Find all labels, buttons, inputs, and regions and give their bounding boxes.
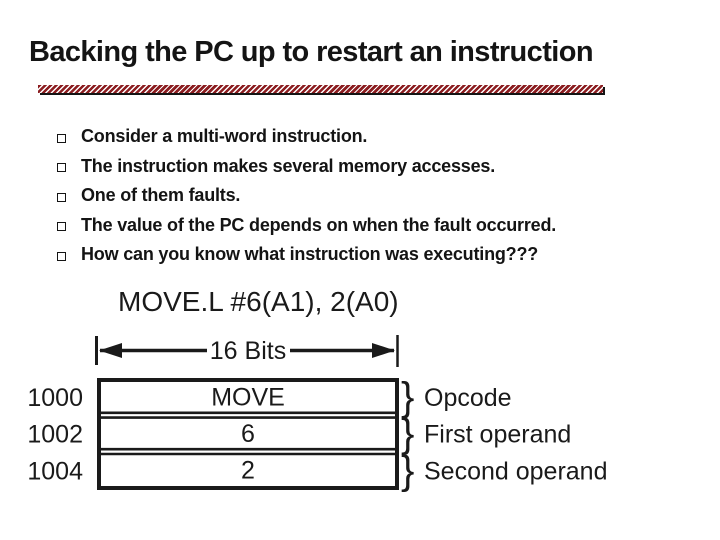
row-description-label: First operand <box>424 421 571 449</box>
row-annotations: } } } Opcode First operand Second operan… <box>401 375 607 493</box>
address-label: 1000 <box>27 384 83 412</box>
list-item: Consider a multi-word instruction. <box>57 126 556 156</box>
arrowhead-right-icon <box>372 343 395 358</box>
square-bullet-icon <box>57 222 66 232</box>
brace-icon: } <box>401 412 414 456</box>
list-item: The value of the PC depends on when the … <box>57 215 556 245</box>
address-label: 1002 <box>27 421 83 449</box>
cell-value: MOVE <box>211 384 285 412</box>
list-item: How can you know what instruction was ex… <box>57 244 556 274</box>
bullet-text: The value of the PC depends on when the … <box>81 214 557 235</box>
title-underline-bar <box>38 85 603 93</box>
instruction-text: MOVE.L #6(A1), 2(A0) <box>118 286 399 317</box>
width-label: 16 Bits <box>210 337 286 365</box>
square-bullet-icon <box>57 163 66 173</box>
row-description-label: Second operand <box>424 458 607 486</box>
arrowhead-left-icon <box>99 343 122 358</box>
memory-table-border <box>97 378 399 490</box>
square-bullet-icon <box>57 192 66 202</box>
brace-icon: } <box>401 375 414 419</box>
cell-value: 2 <box>241 457 255 485</box>
page-title: Backing the PC up to restart an instruct… <box>29 36 594 68</box>
bullet-text: One of them faults. <box>81 185 241 206</box>
row-description-label: Opcode <box>424 384 512 412</box>
bullet-list: Consider a multi-word instruction. The i… <box>57 126 556 274</box>
list-item: One of them faults. <box>57 185 556 215</box>
memory-table: 1000 1002 1004 MOVE 6 2 <box>27 378 399 490</box>
brace-icon: } <box>401 449 414 493</box>
address-label: 1004 <box>27 458 83 486</box>
bullet-text: Consider a multi-word instruction. <box>81 126 368 146</box>
square-bullet-icon <box>57 133 66 143</box>
width-measure: 16 Bits <box>95 335 399 367</box>
square-bullet-icon <box>57 251 66 261</box>
bullet-text: The instruction makes several memory acc… <box>81 155 496 176</box>
cell-value: 6 <box>241 420 255 448</box>
bullet-text: How can you know what instruction was ex… <box>81 244 539 265</box>
list-item: The instruction makes several memory acc… <box>57 156 556 186</box>
